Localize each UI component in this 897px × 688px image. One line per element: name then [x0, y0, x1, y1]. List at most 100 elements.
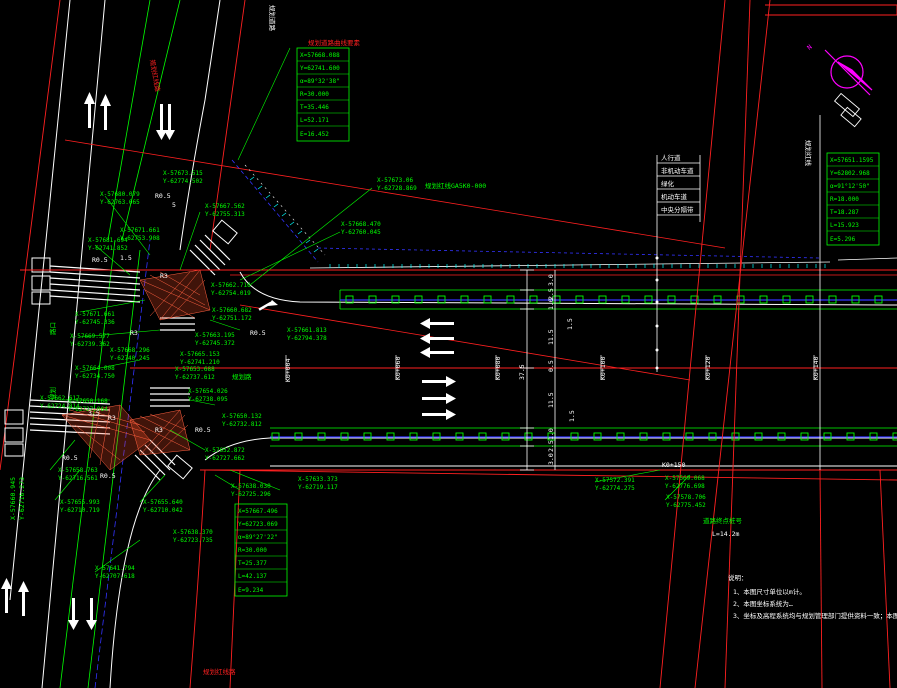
- left-road-curb-outer: [9, 0, 71, 601]
- coordinate-y: Y-62728.869: [377, 185, 417, 192]
- coordinate-y: Y-62775.452: [666, 502, 706, 509]
- curve-table-row: Y=62741.600: [300, 65, 340, 72]
- coordinate-x: X-57652.872: [205, 447, 245, 454]
- top-edge-ticks: [249, 176, 826, 268]
- arrow-head: [86, 620, 97, 630]
- dimension-labels: 3.0 2.5 1.0 11.5 37.5 0.5 11.5 1.0 2.5 3…: [88, 201, 576, 465]
- legend-dots: [655, 256, 659, 370]
- tree-pit: [345, 295, 354, 304]
- tree-pit: [713, 295, 722, 304]
- dim-label: 1.0: [547, 298, 555, 310]
- crosswalk-mid-bottom: [134, 439, 176, 481]
- coordinate-x: X-57671.661: [75, 311, 115, 318]
- coordinate-x: X-57638.030: [231, 483, 271, 490]
- coordinate-labels: X-57680.079Y-62763.065X-57673.515Y-62774…: [40, 170, 706, 580]
- dimension-column: [520, 269, 556, 471]
- coordinate-x: X-57572.391: [595, 477, 635, 484]
- coordinate-y: Y-62738.095: [188, 396, 228, 403]
- tree-pit: [317, 432, 326, 441]
- coordinate-x: X-57662.617: [40, 395, 80, 402]
- coordinate-x: X-57658.763: [58, 467, 98, 474]
- coordinate-x: X-57681.694: [88, 237, 128, 244]
- tree-pit: [759, 295, 768, 304]
- left-road-lane-a: [59, 239, 116, 688]
- crosswalk-mid-top: [189, 234, 231, 276]
- radius-label: R3: [108, 414, 116, 422]
- coordinate-x: X-57669.577: [70, 333, 110, 340]
- end-station: K0+150: [662, 461, 686, 469]
- edge-tick: [249, 176, 255, 181]
- structure-box: [4, 427, 24, 443]
- curve-table-row: R=30.000: [238, 547, 267, 554]
- coordinate-y: Y-62745.336: [75, 319, 115, 326]
- crosswalk-center: [150, 317, 195, 407]
- tree-pit: [501, 432, 510, 441]
- left-small-b: 规划: [48, 387, 57, 400]
- edge-tick: [289, 221, 295, 226]
- coordinate-y: Y-62741.210: [180, 359, 220, 366]
- left-vert-b: Y-62716.273: [18, 477, 26, 520]
- coordinate-y: Y-62745.372: [195, 340, 235, 347]
- coordinate-x: X-57660.682: [212, 307, 252, 314]
- dim-label: 3.5: [88, 409, 100, 417]
- edge-tick: [273, 203, 279, 208]
- coordinate-y: Y-62741.852: [88, 245, 128, 252]
- coordinate-x: X-57655.993: [60, 499, 100, 506]
- notes-title: 说明：: [728, 573, 748, 582]
- structure-box: [167, 454, 193, 480]
- curve-table-row: R=18.000: [830, 196, 859, 203]
- tree-pit: [478, 432, 487, 441]
- coordinate-x: X-57654.026: [188, 388, 228, 395]
- coordinate-x: X-57578.706: [666, 494, 706, 501]
- coordinate-x: X-57671.661: [120, 227, 160, 234]
- red-diag-2: [239, 304, 691, 381]
- station-label: K0+100: [599, 356, 607, 380]
- coordinate-y: Y-62727.662: [205, 455, 245, 462]
- tree-pit: [828, 295, 837, 304]
- coordinate-y: Y-62710.042: [143, 507, 183, 514]
- structure-box: [31, 291, 51, 305]
- dim-label: 2.5: [547, 440, 555, 452]
- curve-table-row: X=57668.088: [300, 52, 340, 59]
- tree-pit: [391, 295, 400, 304]
- notes-line: 1、本图尺寸单位以m计。: [733, 587, 806, 596]
- tree-pit: [386, 432, 395, 441]
- left-road-blue-centerline: [94, 239, 151, 688]
- arrow-shaft: [72, 598, 75, 624]
- legend-item: 机动车道: [661, 192, 688, 201]
- coordinate-y: Y-62763.065: [100, 199, 140, 206]
- leader-lines: [49, 47, 691, 573]
- radius-label: R0.5: [195, 426, 211, 434]
- tree-pit: [368, 295, 377, 304]
- legend-item: 非机动车道: [661, 166, 694, 175]
- notes-block: 说明： 1、本图尺寸单位以m计。 2、本图坐标系统为… 3、坐标及高程系统均与规…: [728, 573, 897, 620]
- arrow-shaft: [22, 588, 25, 616]
- coordinate-x: X-57668.296: [110, 347, 150, 354]
- curve-table-row: Y=62723.069: [238, 521, 278, 528]
- left-red-c: [189, 469, 206, 688]
- dim-label: 11.5: [547, 392, 555, 408]
- radius-label: R3: [160, 272, 168, 280]
- curve-table-3: X=57667.496 Y=62723.069 α=89°27'22" R=30…: [234, 503, 288, 597]
- tree-pit: [506, 295, 515, 304]
- coordinate-x: X-57662.716: [211, 282, 251, 289]
- radius-label: R0.5: [62, 454, 78, 462]
- curve-table-row: T=25.377: [238, 560, 267, 567]
- dim-label: 3.0: [547, 274, 555, 286]
- edge-tick: [257, 185, 263, 190]
- tree-pit: [869, 432, 878, 441]
- coordinate-y: Y-62734.750: [75, 373, 115, 380]
- coordinate-y: Y-62794.378: [287, 335, 327, 342]
- bottom-red-note: 规划红线路: [203, 667, 236, 676]
- scale-note-value: L=14.2m: [712, 530, 739, 538]
- coordinate-y: Y-62707.618: [95, 573, 135, 580]
- tree-pit: [846, 432, 855, 441]
- radius-label: R0.5: [250, 329, 266, 337]
- coordinate-y: Y-62751.172: [212, 315, 252, 322]
- station-label: K0+120: [704, 356, 712, 380]
- dim-label: 1.5: [120, 254, 132, 262]
- coordinate-y: Y-62725.296: [231, 491, 271, 498]
- coordinate-x: X-57569.068: [665, 475, 705, 482]
- legend-item: 中央分隔带: [661, 205, 694, 214]
